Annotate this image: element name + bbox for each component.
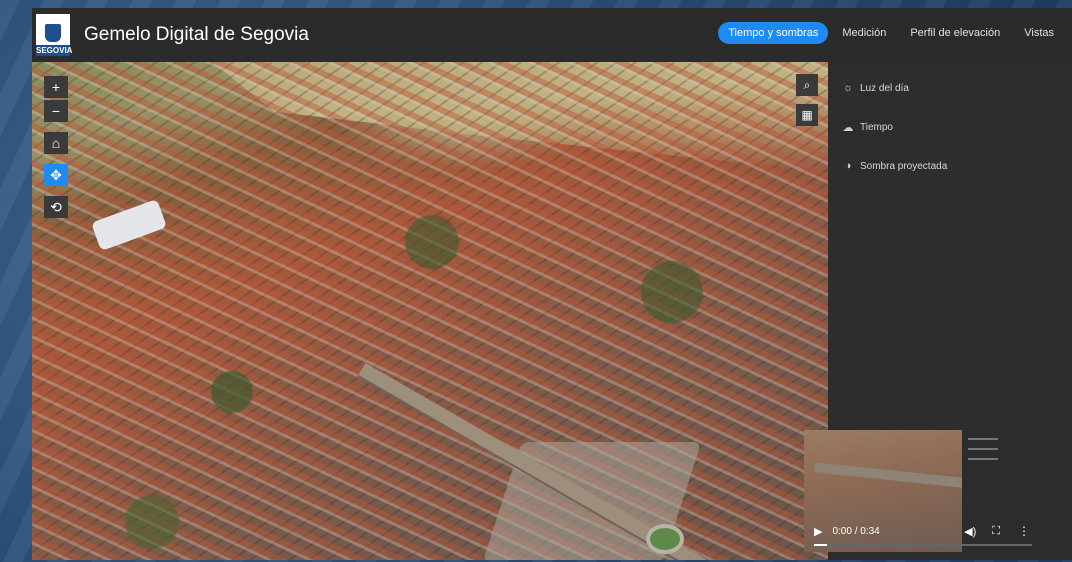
pan-button[interactable]: ✥ [44,164,68,186]
map-toolbar-right: ⌕ ▦ [796,74,818,134]
more-options-icon[interactable]: ⋮ [1018,524,1030,538]
tab-perfil-de-elevacion[interactable]: Perfil de elevación [910,27,1001,39]
logo-text: SEGOVIA [36,45,73,56]
video-player[interactable]: ▶ 0:00 / 0:34 ◀) ⛶ ⋮ [804,430,1040,552]
panel-item-sombra-proyectada[interactable]: ◑ Sombra proyectada [842,158,1072,174]
map-search-button[interactable]: ⌕ [796,74,818,96]
cloud-icon: ☁ [842,121,854,134]
video-thumbnail-line [968,438,998,440]
layers-icon: ▦ [801,108,813,122]
map-roundabout [646,524,684,554]
search-icon: ⌕ [803,78,811,92]
video-thumbnail-panel [962,430,1040,552]
tab-tiempo-y-sombras[interactable]: Tiempo y sombras [718,22,829,44]
video-progress-fill [814,544,828,546]
plus-icon: + [51,79,61,95]
play-icon[interactable]: ▶ [814,525,823,538]
video-controls: ▶ 0:00 / 0:34 ◀) ⛶ ⋮ [804,520,1040,542]
volume-icon[interactable]: ◀) [964,525,977,538]
header: SEGOVIA Gemelo Digital de Segovia Tiempo… [32,8,1072,62]
tab-medicion[interactable]: Medición [842,27,887,39]
app-window: SEGOVIA Gemelo Digital de Segovia Tiempo… [32,8,1072,560]
map-3d-view[interactable]: + − ⌂ ✥ ⟲ ⌕ ▦ [32,62,828,560]
page-title: Gemelo Digital de Segovia [84,24,309,45]
segovia-logo[interactable]: SEGOVIA [36,14,73,56]
zoom-in-button[interactable]: + [44,76,68,98]
panel-item-luz-del-dia[interactable]: ☼ Luz del día [842,80,1072,96]
panel-item-label: Tiempo [860,121,893,133]
top-nav: Tiempo y sombras Medición Perfil de elev… [714,22,1072,44]
panel-item-label: Luz del día [860,82,909,94]
home-icon: ⌂ [51,135,61,151]
zoom-out-button[interactable]: − [44,100,68,122]
crest-icon [45,24,61,42]
map-toolbar-left: + − ⌂ ✥ ⟲ [44,76,68,220]
shadow-icon: ◑ [844,160,852,172]
fullscreen-icon[interactable]: ⛶ [992,524,1000,537]
video-time: 0:00 / 0:34 [832,525,880,537]
rotate-icon: ⟲ [50,199,62,215]
video-thumbnail-line [968,458,998,460]
home-button[interactable]: ⌂ [44,132,68,154]
minus-icon: − [51,103,61,119]
panel-item-tiempo[interactable]: ☁ Tiempo [842,119,1072,135]
pan-icon: ✥ [50,167,62,183]
video-thumbnail-line [968,448,998,450]
video-progress-bar[interactable] [814,544,1032,546]
layers-button[interactable]: ▦ [796,104,818,126]
sun-icon: ☼ [842,82,854,94]
panel-item-label: Sombra proyectada [860,160,948,172]
rotate-button[interactable]: ⟲ [44,196,68,218]
tab-vistas[interactable]: Vistas [1024,27,1054,39]
video-thumbnail [804,430,962,552]
map-trees [32,62,828,560]
